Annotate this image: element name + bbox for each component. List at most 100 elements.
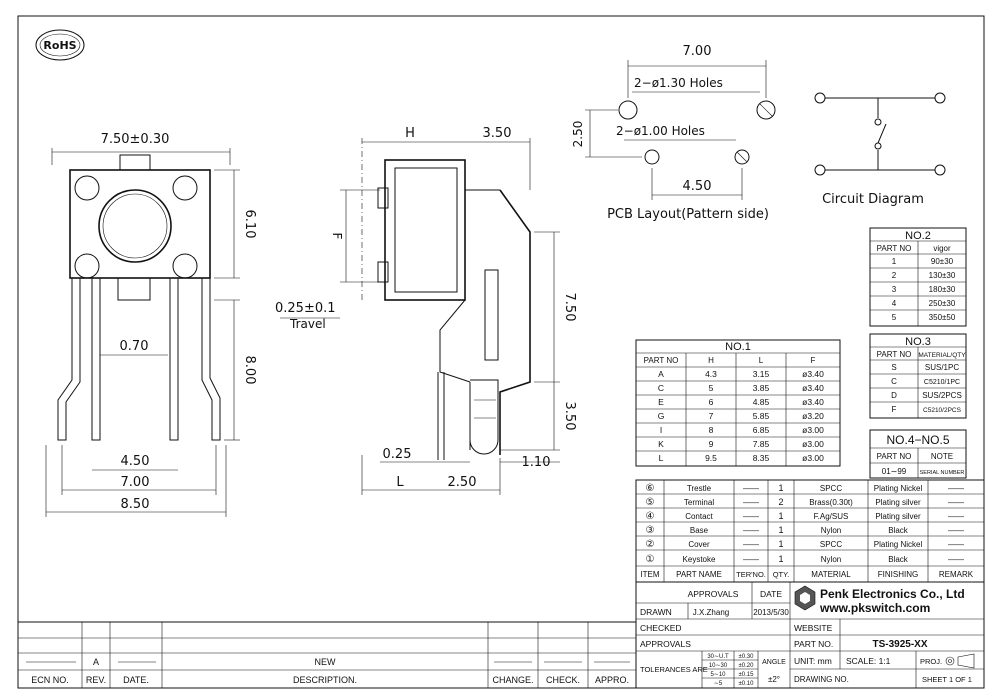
tol-value: ±0.20 bbox=[739, 663, 755, 669]
no2-header-vigor: vigor bbox=[933, 244, 951, 253]
no1-cell: A bbox=[658, 369, 664, 379]
front-inner-span-dim: 7.00 bbox=[121, 475, 150, 490]
table-no1 bbox=[635, 339, 841, 467]
rohs-logo: RoHS bbox=[35, 29, 85, 61]
bom-part-name: Terminal bbox=[684, 498, 714, 507]
side-pin-offset-dim: 2.50 bbox=[448, 475, 477, 490]
bom-qty: 1 bbox=[778, 525, 783, 535]
no45-cell: SERIAL NUMBER bbox=[920, 470, 965, 476]
bom-part-name: Keystoke bbox=[683, 555, 716, 564]
table-no3 bbox=[869, 333, 967, 419]
no1-cell: 6.85 bbox=[753, 425, 770, 435]
tol-range: ∼5 bbox=[714, 681, 723, 687]
bom-part-name: Contact bbox=[685, 512, 713, 521]
no1-cell: 9 bbox=[709, 439, 714, 449]
bom-header-qty: QTY. bbox=[773, 570, 790, 579]
rev-header-ecn: ECN NO. bbox=[31, 675, 69, 685]
no1-cell: ø3.40 bbox=[802, 369, 824, 379]
side-h-label: H bbox=[405, 126, 415, 141]
bom-item: ⑥ bbox=[646, 483, 655, 494]
bom-finishing: Plating Nickel bbox=[874, 540, 923, 549]
no1-cell: L bbox=[659, 453, 664, 463]
no1-cell: K bbox=[658, 439, 664, 449]
no3-header-material: MATERIAL/QTY bbox=[918, 352, 966, 359]
bom-remark: —— bbox=[948, 555, 964, 564]
tolerances-label: TOLERANCES ARE bbox=[640, 665, 708, 674]
side-f-label: F bbox=[330, 233, 344, 240]
bom-rows: ⑥ Trestle —— 1 SPCC Plating Nickel —— ⑤ … bbox=[640, 483, 973, 579]
no1-header-h: H bbox=[708, 356, 714, 365]
bom-material: SPCC bbox=[820, 540, 842, 549]
bom-qty: 1 bbox=[778, 554, 783, 564]
no2-cell: 1 bbox=[892, 257, 897, 266]
no1-cell: 9.5 bbox=[705, 453, 717, 463]
drawn-by: J.X.Zhang bbox=[693, 608, 729, 617]
bom-ter-no: —— bbox=[743, 498, 759, 507]
no1-cell: ø3.40 bbox=[802, 397, 824, 407]
bom-header-part-name: PART NAME bbox=[676, 570, 722, 579]
bom-header-finishing: FINISHING bbox=[878, 570, 918, 579]
no3-title: NO.3 bbox=[905, 336, 931, 348]
circuit-diagram bbox=[814, 92, 946, 176]
bom-remark: —— bbox=[948, 540, 964, 549]
no1-header-part: PART NO bbox=[644, 356, 679, 365]
bom-header-material: MATERIAL bbox=[811, 570, 851, 579]
bom-finishing: Plating silver bbox=[875, 512, 921, 521]
bom-part-name: Trestle bbox=[687, 484, 712, 493]
bom-remark: —— bbox=[948, 498, 964, 507]
checked-label: CHECKED bbox=[640, 623, 682, 633]
no45-title: NO.4−NO.5 bbox=[886, 433, 949, 447]
no1-cell: 7 bbox=[709, 411, 714, 421]
bom-part-name: Cover bbox=[688, 540, 710, 549]
front-view bbox=[45, 148, 340, 517]
revision-description-new: NEW bbox=[315, 657, 337, 667]
no2-cell: 90±30 bbox=[931, 257, 954, 266]
no1-cell: I bbox=[660, 425, 662, 435]
sheet-border bbox=[17, 15, 985, 689]
no1-cell: 3.15 bbox=[753, 369, 770, 379]
no2-cell: 250±30 bbox=[929, 299, 956, 308]
pcb-top-span-dim: 7.00 bbox=[683, 44, 712, 59]
drawn-date: 2013/5/30 bbox=[753, 608, 789, 617]
front-pin-thickness-dim: 0.70 bbox=[120, 339, 149, 354]
bom-header-remark: REMARK bbox=[939, 570, 974, 579]
no3-header-part: PART NO bbox=[877, 350, 912, 359]
bom-qty: 1 bbox=[778, 539, 783, 549]
angle-value: ±2° bbox=[768, 675, 780, 684]
part-number: TS-3925-XX bbox=[872, 639, 927, 650]
side-offset-dim: 3.50 bbox=[483, 126, 512, 141]
website-label: WEBSITE bbox=[794, 623, 833, 633]
tol-range: 5∼10 bbox=[710, 672, 726, 678]
tol-range: 30∼U.T bbox=[707, 654, 729, 660]
no1-cell: G bbox=[658, 411, 665, 421]
no1-cell: 8 bbox=[709, 425, 714, 435]
drawn-label: DRAWN bbox=[640, 607, 672, 617]
no3-cell: C bbox=[891, 377, 897, 386]
pcb-bottom-span-dim: 4.50 bbox=[683, 179, 712, 194]
proj-label: PROJ. bbox=[920, 657, 942, 666]
part-no-label: PART NO. bbox=[794, 639, 833, 649]
tol-range: 10∼30 bbox=[709, 663, 728, 669]
no1-cell: 3.85 bbox=[753, 383, 770, 393]
no1-cell: ø3.40 bbox=[802, 383, 824, 393]
bom-ter-no: —— bbox=[743, 555, 759, 564]
bom-qty: 1 bbox=[778, 511, 783, 521]
bom-item: ② bbox=[646, 539, 655, 550]
penk-logo-icon bbox=[794, 585, 816, 611]
bom-item: ① bbox=[646, 554, 655, 565]
rev-header-date: DATE. bbox=[123, 675, 149, 685]
title-block bbox=[635, 581, 985, 689]
rohs-text: RoHS bbox=[43, 39, 76, 52]
no1-cell: 8.35 bbox=[753, 453, 770, 463]
pcb-caption: PCB Layout(Pattern side) bbox=[607, 207, 769, 222]
no3-cell: SUS/1PC bbox=[925, 363, 959, 372]
bom-ter-no: —— bbox=[743, 526, 759, 535]
bom-material: F.Ag/SUS bbox=[814, 512, 849, 521]
side-lower-dim: 3.50 bbox=[562, 402, 577, 431]
projection-symbol-icon bbox=[945, 653, 975, 669]
pcb-vert-dim: 2.50 bbox=[571, 121, 585, 148]
no45-cell: 01∼99 bbox=[882, 467, 907, 476]
bom-item: ④ bbox=[646, 511, 655, 522]
unit-label: UNIT: mm bbox=[794, 656, 832, 666]
no2-cell: 350±50 bbox=[929, 313, 956, 322]
